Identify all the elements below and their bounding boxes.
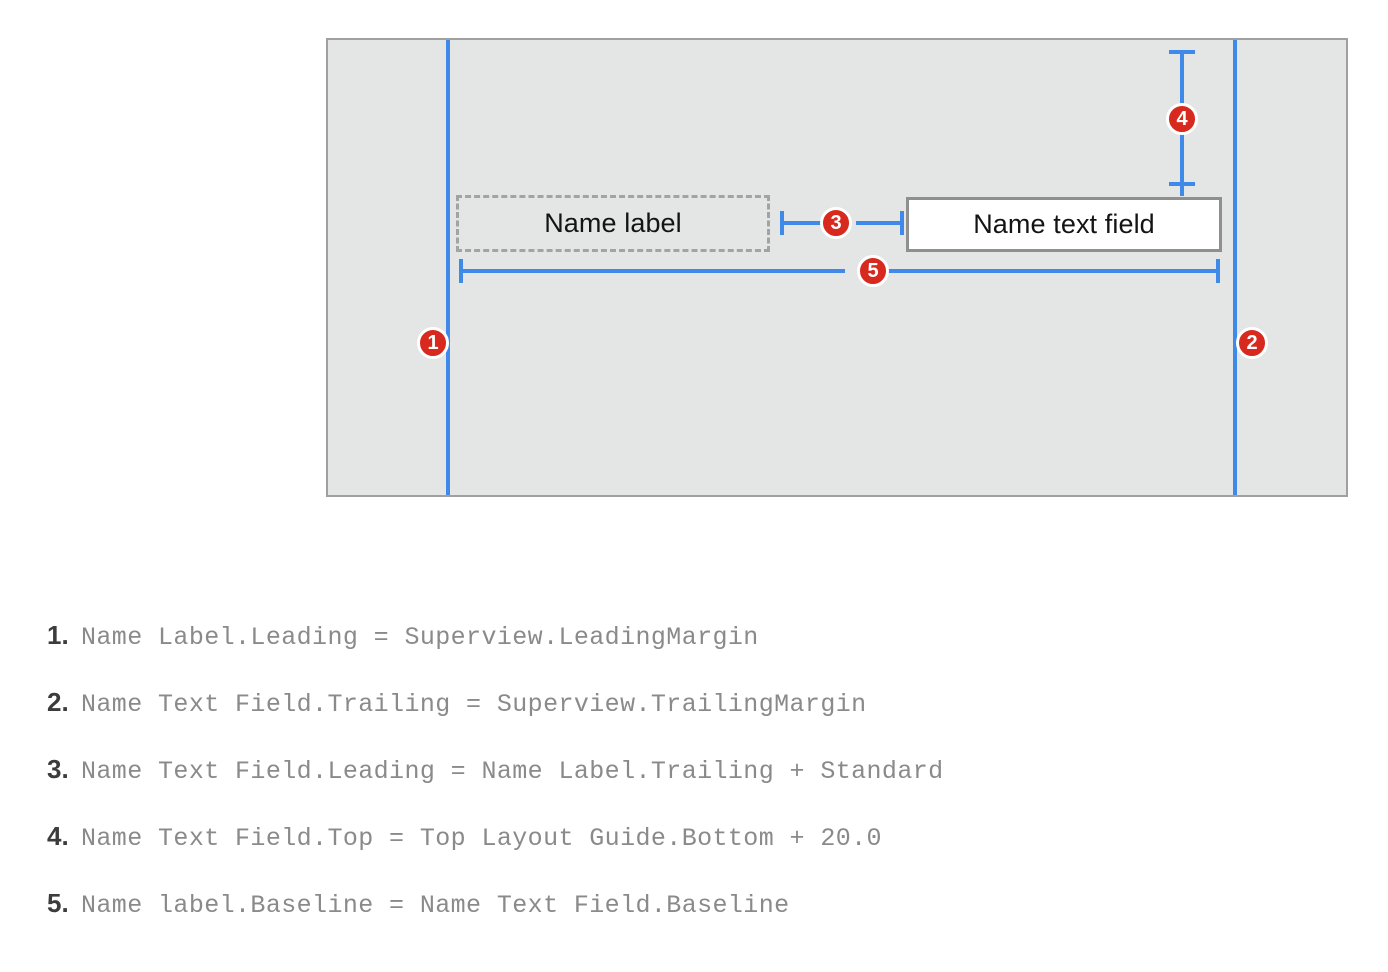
constraint-number-4: 4. (47, 821, 69, 851)
constraint-number-2: 2. (47, 687, 69, 717)
horizontal-spacing-cap-right (900, 211, 904, 235)
constraint-item-3: 3. Name Text Field.Leading = Name Label.… (47, 754, 1347, 821)
baseline-cap-right (1216, 259, 1220, 283)
baseline-line-left (459, 269, 845, 273)
constraint-text-1: Name Label.Leading = Superview.LeadingMa… (81, 623, 759, 652)
badge-4-top-spacing[interactable]: 4 (1166, 103, 1198, 135)
top-spacing-cap-top (1169, 50, 1195, 54)
baseline-line-right (876, 269, 1220, 273)
badge-3-horizontal-spacing[interactable]: 3 (820, 207, 852, 239)
leading-margin-guide-line (446, 40, 450, 495)
constraint-text-2: Name Text Field.Trailing = Superview.Tra… (81, 690, 867, 719)
constraint-text-4: Name Text Field.Top = Top Layout Guide.B… (81, 824, 882, 853)
constraint-text-5: Name label.Baseline = Name Text Field.Ba… (81, 891, 790, 920)
constraint-item-5: 5. Name label.Baseline = Name Text Field… (47, 888, 1347, 955)
name-label-placeholder[interactable]: Name label (456, 195, 770, 252)
horizontal-spacing-line-right (856, 221, 904, 225)
trailing-margin-guide-line (1233, 40, 1237, 495)
name-text-field-text: Name text field (973, 209, 1155, 239)
constraint-number-5: 5. (47, 888, 69, 918)
name-text-field[interactable]: Name text field (906, 197, 1222, 252)
constraint-item-1: 1. Name Label.Leading = Superview.Leadin… (47, 620, 1347, 687)
badge-5-baseline[interactable]: 5 (857, 255, 889, 287)
constraint-number-3: 3. (47, 754, 69, 784)
badge-1-leading-margin[interactable]: 1 (417, 327, 449, 359)
horizontal-spacing-line-left (780, 221, 826, 225)
horizontal-spacing-cap-left (780, 211, 784, 235)
constraint-diagram-canvas: Name label Name text field 1 2 3 4 5 (326, 38, 1348, 497)
constraint-item-2: 2. Name Text Field.Trailing = Superview.… (47, 687, 1347, 754)
constraint-number-1: 1. (47, 620, 69, 650)
name-label-text: Name label (544, 208, 682, 238)
top-spacing-cap-bottom (1169, 182, 1195, 186)
constraint-list: 1. Name Label.Leading = Superview.Leadin… (47, 620, 1347, 955)
constraint-text-3: Name Text Field.Leading = Name Label.Tra… (81, 757, 944, 786)
constraint-item-4: 4. Name Text Field.Top = Top Layout Guid… (47, 821, 1347, 888)
baseline-cap-left (459, 259, 463, 283)
badge-2-trailing-margin[interactable]: 2 (1236, 327, 1268, 359)
